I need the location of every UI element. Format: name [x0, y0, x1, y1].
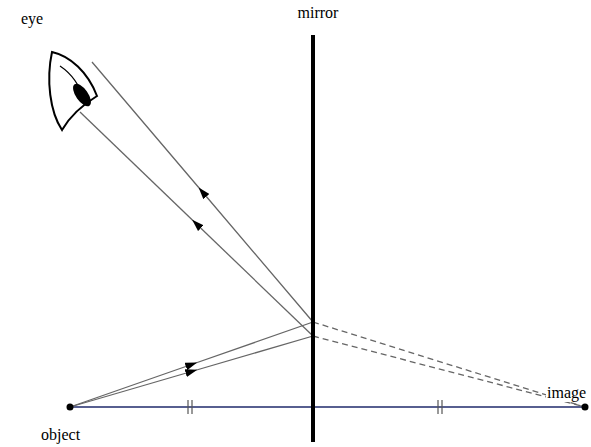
- eye-symbol: [49, 52, 97, 130]
- mirror-label: mirror: [297, 4, 340, 22]
- light-rays: [70, 62, 313, 407]
- object-label: object: [40, 426, 81, 444]
- plane-mirror: [311, 35, 315, 442]
- virtual-rays: [313, 322, 585, 407]
- object-point: [67, 404, 74, 411]
- image-point: [582, 404, 589, 411]
- image-label: image: [546, 384, 587, 402]
- axis-line: [70, 406, 585, 408]
- eye-label: eye: [20, 10, 44, 28]
